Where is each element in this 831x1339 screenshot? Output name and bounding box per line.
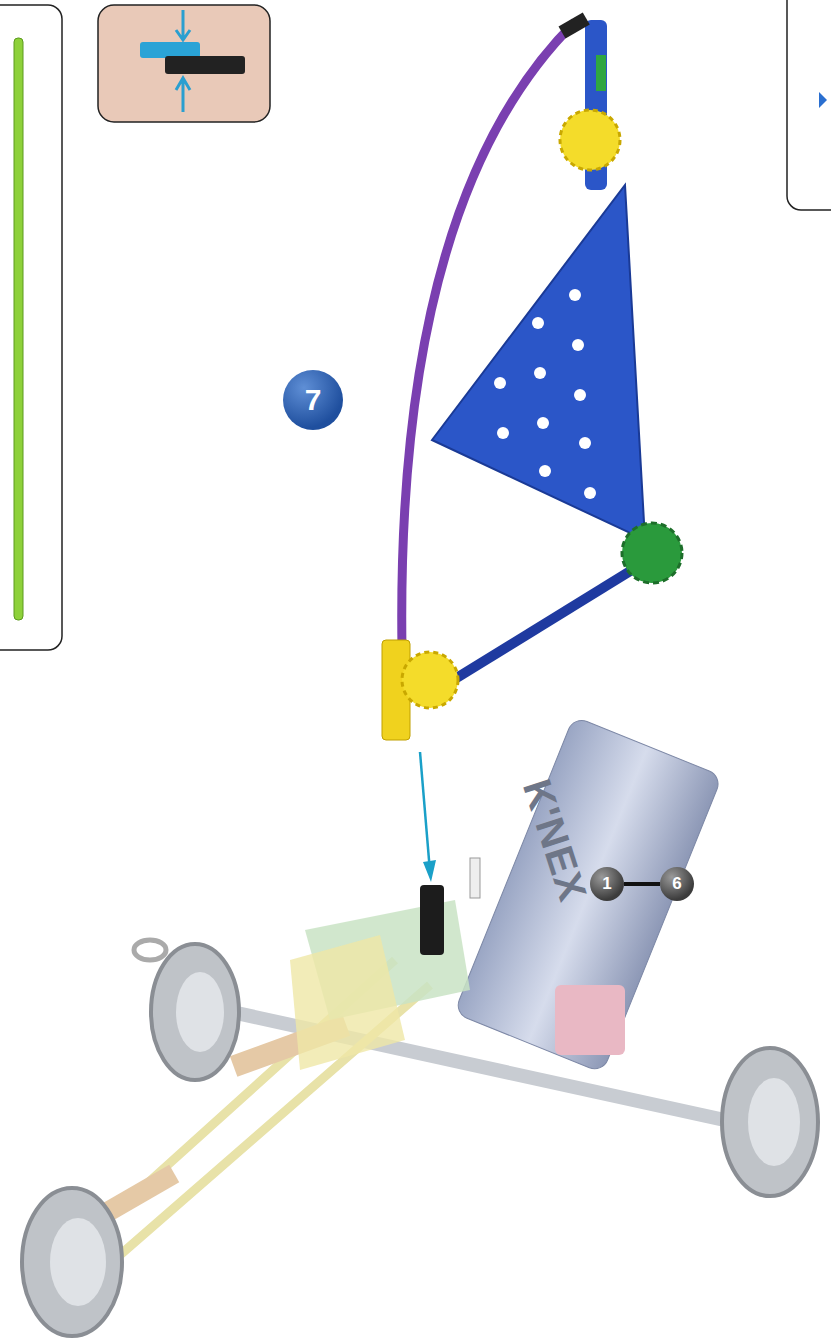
number-text: 6 [672,874,681,894]
white-rod [470,858,480,898]
black-clip [165,56,245,74]
wheel [722,1048,818,1196]
insertion-arrow [420,752,430,872]
wheel [22,1188,122,1336]
yellow-connector [290,935,405,1070]
black-connector [420,885,444,955]
arrow-head [423,860,436,882]
black-connector [559,12,590,38]
parts-panel [787,0,831,210]
end-cap [134,940,166,960]
callout-number: 1 [590,867,624,901]
wheel [151,944,239,1080]
callout-number: 6 [660,867,694,901]
pink-connector [555,985,625,1055]
inset-photo [98,5,270,122]
green-rod [14,38,23,620]
dash-line [624,882,660,886]
blue-clip [140,42,200,58]
battery-box [454,716,722,1073]
green-connector [622,523,682,583]
number-text: 7 [305,383,322,417]
step-number: 7 [283,370,343,430]
blue-rod [450,565,640,682]
yellow-connector [560,110,620,170]
parts-panel [0,5,62,650]
part-fragment [805,92,827,108]
number-text: 1 [602,874,611,894]
dash-connector [624,884,660,885]
press-arrow [176,78,190,112]
panel-holes [494,289,596,499]
green-clip [596,55,606,91]
press-arrow [176,10,190,40]
triangle-panel [432,185,645,540]
yellow-connector [402,652,458,708]
